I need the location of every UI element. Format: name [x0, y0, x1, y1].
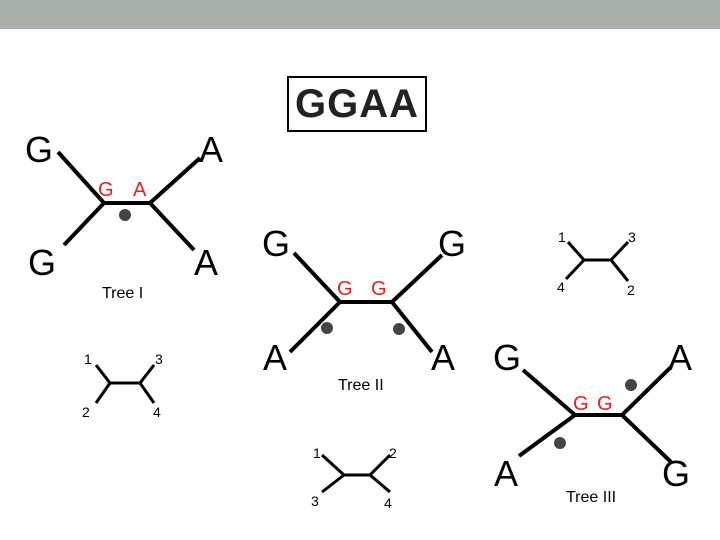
title-box: GGAA: [287, 76, 427, 132]
key-1-top-left: 1: [84, 351, 92, 367]
tree-3-mutation-dot: [625, 379, 637, 391]
tree-2-mutation-dot: [393, 323, 405, 335]
tree-2-leaf-top-left: G: [262, 223, 291, 264]
key-1-edges: [94, 364, 156, 404]
tree-2-internal-left: G: [337, 278, 353, 300]
key-2-edges: [320, 453, 392, 494]
key-2-bottom-left: 3: [311, 493, 319, 509]
key-3-edges: [564, 240, 630, 282]
key-2-bottom-right: 4: [384, 495, 392, 511]
tree-2-internal-right: G: [371, 278, 387, 300]
tree-1-internal-right: A: [133, 179, 147, 201]
key-1-edge: [94, 364, 112, 384]
key-3-edge: [609, 259, 630, 282]
key-1-edge: [94, 382, 112, 404]
key-3-top-left: 1: [558, 229, 566, 245]
tree-1-label: Tree I: [102, 285, 144, 302]
key-3-edge: [566, 241, 586, 261]
tree-1-edge: [148, 156, 202, 205]
key-3-top-right: 3: [628, 229, 636, 245]
tree-1-leaf-bottom-left: G: [28, 242, 57, 283]
tree-3-internal-right: G: [597, 393, 613, 415]
tree-3-label: Tree III: [566, 489, 617, 506]
tree-2-leaf-bottom-right: A: [431, 337, 456, 378]
key-3-edge: [609, 240, 630, 262]
tree-3-edges: [517, 365, 673, 464]
tree-3-mutation-dot: [554, 437, 566, 449]
tree-2-edge: [390, 300, 434, 354]
tree-3-leaf-top-left: G: [493, 337, 522, 378]
tree-3-internal-left: G: [573, 393, 589, 415]
tree-1-leaf-top-right: A: [199, 129, 224, 170]
tree-3-edge: [620, 365, 673, 417]
tree-2-leaf-bottom-left: A: [263, 337, 288, 378]
tree-2-edge: [288, 300, 342, 354]
tree-1-mutation-dot: [119, 209, 131, 221]
tree-1-internal-left: G: [98, 179, 114, 201]
key-3-bottom-right: 2: [627, 282, 635, 298]
tree-1-edge: [62, 201, 106, 247]
key-2-edge: [369, 473, 391, 494]
key-1-top-right: 3: [155, 351, 163, 367]
tree-3-leaf-bottom-left: A: [494, 453, 519, 494]
key-2-edge: [320, 453, 346, 477]
key-2-top-left: 1: [313, 445, 321, 461]
tree-3-edge: [620, 413, 673, 464]
tree-1-edge: [56, 150, 106, 205]
tree-2-label: Tree II: [338, 377, 384, 394]
tree-3-edge: [521, 368, 577, 417]
key-2-edge: [368, 453, 392, 477]
tree-3-leaf-top-right: A: [668, 337, 693, 378]
tree-1-leaf-bottom-right: A: [194, 242, 219, 283]
tree-3-edge: [517, 413, 577, 458]
tree-2-edges: [288, 251, 444, 354]
tree-1-edges: [56, 150, 202, 252]
tree-2-edge: [390, 253, 444, 304]
key-3-bottom-left: 4: [557, 279, 565, 295]
key-1-edge: [138, 382, 156, 404]
tree-1-edge: [148, 201, 196, 252]
tree-1-leaf-top-left: G: [25, 129, 54, 170]
tree-2-edge: [292, 251, 342, 304]
key-1-bottom-left: 2: [82, 404, 90, 420]
top-bar: [0, 0, 720, 29]
tree-2-leaf-top-right: G: [438, 223, 467, 264]
key-1-bottom-right: 4: [153, 404, 161, 420]
tree-2-mutation-dot: [321, 322, 333, 334]
key-1-edge: [138, 364, 156, 384]
tree-3-leaf-bottom-right: G: [662, 453, 691, 494]
key-3-edge: [564, 258, 586, 281]
key-2-top-right: 2: [389, 445, 397, 461]
key-2-edge: [321, 473, 345, 494]
